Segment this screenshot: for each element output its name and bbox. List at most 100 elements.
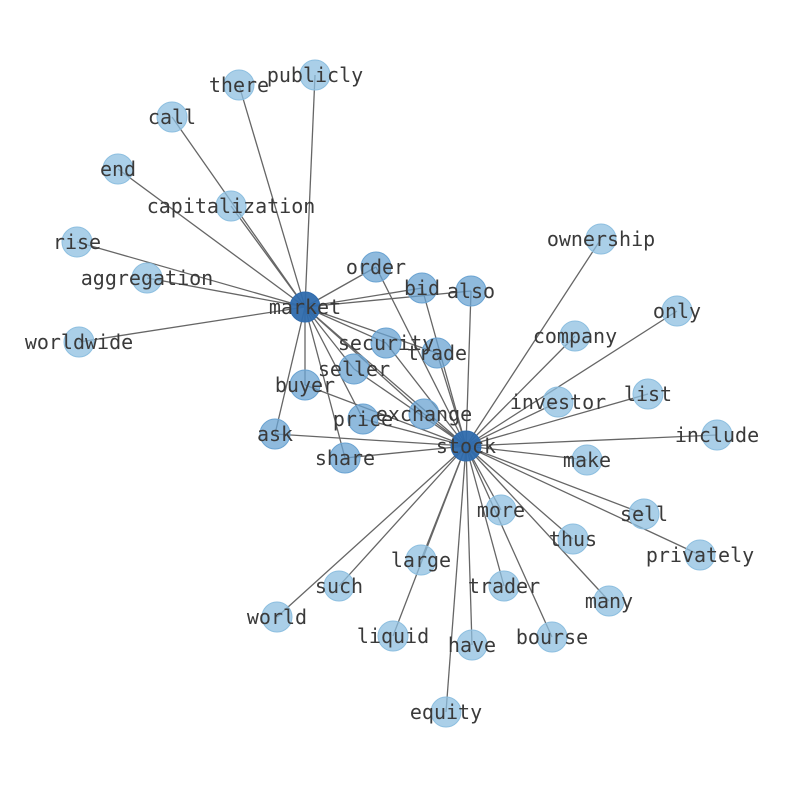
node-label-capitalization: capitalization	[147, 194, 316, 218]
node-aggregation[interactable]	[131, 262, 163, 294]
node-thus[interactable]	[557, 523, 589, 555]
node-label-thus: thus	[549, 527, 597, 551]
node-label-end: end	[100, 157, 136, 181]
edge-stock-such	[338, 445, 467, 587]
node-bourse[interactable]	[536, 621, 568, 653]
edge-market-bid	[304, 287, 423, 308]
node-many[interactable]	[593, 585, 625, 617]
node-label-market: market	[269, 295, 341, 319]
node-bid[interactable]	[406, 272, 438, 304]
node-label-there: there	[209, 73, 269, 97]
edge-stock-have	[465, 445, 473, 646]
edge-stock-include	[465, 434, 718, 447]
node-label-have: have	[448, 633, 496, 657]
node-ask[interactable]	[259, 418, 291, 450]
node-order[interactable]	[360, 251, 392, 283]
edge-market-stock	[304, 306, 467, 447]
node-publicly[interactable]	[299, 59, 331, 91]
node-label-buyer: buyer	[275, 373, 335, 397]
node-trader[interactable]	[488, 570, 520, 602]
node-label-include: include	[675, 423, 759, 447]
node-trade[interactable]	[421, 337, 453, 369]
edge-stock-ask	[274, 433, 467, 447]
edge-stock-bourse	[465, 445, 553, 638]
node-world[interactable]	[261, 601, 293, 633]
edge-market-capitalization	[230, 205, 306, 308]
node-label-trader: trader	[468, 574, 540, 598]
node-more[interactable]	[485, 494, 517, 526]
edge-stock-sell	[465, 445, 645, 515]
node-label-large: large	[391, 548, 451, 572]
edge-market-aggregation	[146, 277, 306, 308]
node-equity[interactable]	[430, 696, 462, 728]
node-label-more: more	[477, 498, 525, 522]
edge-market-worldwide	[78, 306, 306, 343]
node-there[interactable]	[223, 69, 255, 101]
node-large[interactable]	[405, 544, 437, 576]
edge-stock-investor	[465, 401, 559, 447]
edge-stock-buyer	[304, 384, 467, 447]
node-also[interactable]	[455, 275, 487, 307]
node-buyer[interactable]	[289, 369, 321, 401]
node-company[interactable]	[559, 320, 591, 352]
node-label-stock: stock	[436, 434, 496, 458]
node-make[interactable]	[571, 444, 603, 476]
edge-layer	[76, 74, 718, 713]
edge-stock-equity	[445, 445, 467, 713]
node-label-many: many	[585, 589, 633, 613]
node-security[interactable]	[370, 327, 402, 359]
node-label-bourse: bourse	[516, 625, 588, 649]
edge-market-end	[117, 168, 306, 308]
node-have[interactable]	[456, 629, 488, 661]
node-seller[interactable]	[338, 353, 370, 385]
edge-stock-ownership	[465, 238, 602, 447]
node-label-sell: sell	[620, 502, 668, 526]
node-label-also: also	[447, 279, 495, 303]
edge-stock-make	[465, 445, 588, 461]
node-label-equity: equity	[410, 700, 482, 724]
node-investor[interactable]	[542, 386, 574, 418]
node-label-world: world	[247, 605, 307, 629]
edge-market-also	[304, 290, 472, 308]
node-end[interactable]	[102, 153, 134, 185]
node-label-share: share	[315, 446, 375, 470]
node-label-security: security	[338, 331, 434, 355]
node-capitalization[interactable]	[215, 190, 247, 222]
edge-market-publicly	[304, 74, 316, 308]
node-include[interactable]	[701, 419, 733, 451]
node-exchange[interactable]	[408, 398, 440, 430]
edge-stock-security	[385, 342, 467, 447]
node-label-company: company	[533, 324, 617, 348]
node-liquid[interactable]	[377, 620, 409, 652]
node-call[interactable]	[156, 101, 188, 133]
node-label-publicly: publicly	[267, 63, 363, 87]
node-stock[interactable]	[450, 430, 482, 462]
edge-stock-trader	[465, 445, 505, 587]
node-label-seller: seller	[318, 357, 390, 381]
node-list[interactable]	[632, 378, 664, 410]
node-label-only: only	[653, 299, 701, 323]
node-price[interactable]	[347, 403, 379, 435]
node-ownership[interactable]	[585, 223, 617, 255]
node-only[interactable]	[661, 295, 693, 327]
node-label-make: make	[563, 448, 611, 472]
node-sell[interactable]	[628, 498, 660, 530]
node-label-worldwide: worldwide	[25, 330, 133, 354]
edge-market-ask	[274, 306, 306, 435]
edge-stock-list	[465, 393, 649, 447]
node-label-order: order	[346, 255, 406, 279]
node-label-privately: privately	[646, 543, 754, 567]
node-layer	[61, 59, 733, 728]
node-worldwide[interactable]	[63, 326, 95, 358]
node-rise[interactable]	[61, 226, 93, 258]
node-such[interactable]	[323, 570, 355, 602]
node-label-list: list	[624, 382, 672, 406]
node-label-investor: investor	[510, 390, 606, 414]
node-market[interactable]	[289, 291, 321, 323]
edge-stock-trade	[436, 352, 467, 447]
node-label-rise: rise	[53, 230, 101, 254]
node-label-call: call	[148, 105, 196, 129]
node-share[interactable]	[329, 442, 361, 474]
node-privately[interactable]	[684, 539, 716, 571]
edge-market-rise	[76, 241, 306, 308]
